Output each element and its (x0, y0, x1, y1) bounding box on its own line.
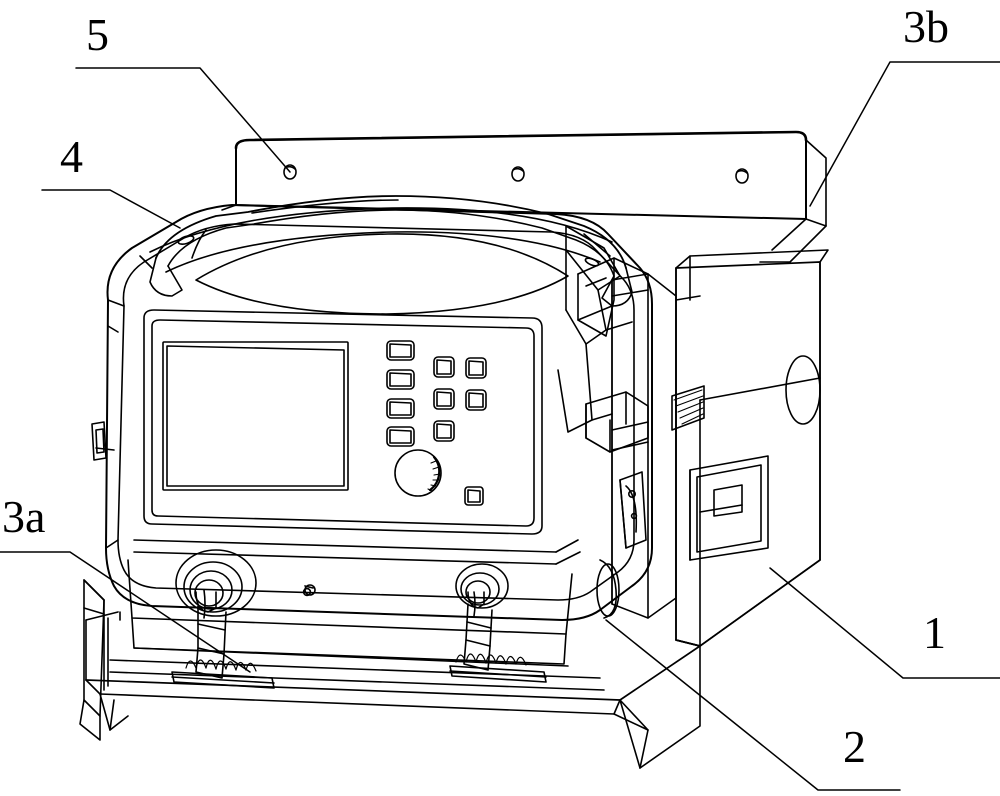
softkey-button[interactable] (386, 426, 415, 447)
connector-pad (171, 671, 275, 689)
connector-pad (449, 665, 547, 683)
rotary-knob[interactable] (394, 449, 442, 497)
keypad-button[interactable] (433, 420, 455, 442)
leader-1 (769, 567, 1000, 679)
reference-label-5: 5 (86, 9, 109, 60)
front-panel (133, 309, 581, 565)
base-plate (85, 611, 701, 769)
leader-2 (605, 619, 901, 791)
lcd-display (162, 341, 349, 491)
reference-label-1: 1 (923, 607, 946, 658)
keypad-button[interactable] (465, 357, 487, 379)
reference-label-2: 2 (843, 721, 866, 772)
panel-screw (302, 584, 316, 597)
cable-connector (449, 563, 547, 683)
instrument-body (91, 195, 653, 689)
leader-3a (0, 551, 251, 673)
bracket-hole (735, 168, 749, 184)
left-bracket-leg (79, 579, 105, 741)
cable-connector (171, 549, 275, 689)
connector-panel (127, 549, 573, 689)
bracket-hole (511, 166, 525, 182)
top-mounting-bracket (221, 130, 827, 263)
leader-5 (75, 67, 291, 173)
leader-3b (809, 61, 1000, 207)
strain-relief-coil (455, 653, 527, 666)
keypad-button[interactable] (433, 388, 455, 410)
bracket-oval-hole (785, 355, 821, 425)
reference-label-3a: 3a (2, 491, 46, 542)
side-latch-tab (91, 421, 107, 461)
side-recess (596, 563, 620, 617)
reference-label-3b: 3b (903, 1, 949, 52)
leader-lines (0, 61, 1000, 791)
keypad-button[interactable] (433, 356, 455, 378)
leader-4 (41, 189, 181, 229)
softkey-button[interactable] (386, 340, 415, 361)
latch-pivot-hole (627, 489, 636, 498)
softkey-button[interactable] (386, 369, 415, 390)
power-button[interactable] (464, 486, 484, 506)
carry-handle (149, 195, 633, 307)
keypad-button[interactable] (465, 389, 487, 411)
softkey-button[interactable] (386, 398, 415, 419)
reference-label-4: 4 (60, 131, 83, 182)
